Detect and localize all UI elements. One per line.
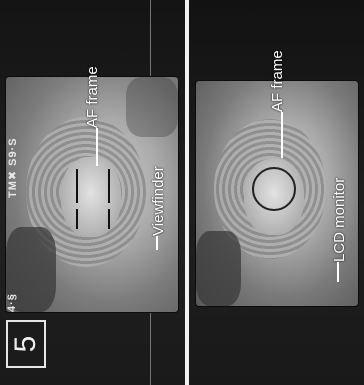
lcd-monitor-callout-line <box>337 262 339 282</box>
af-frame-callout-line <box>96 128 98 166</box>
step-number-box: 5 <box>6 320 46 368</box>
af-frame-marker <box>76 169 110 203</box>
background-shape <box>126 77 178 137</box>
af-frame-label: AF frame <box>269 50 286 112</box>
lcd-monitor-label: LCD monitor <box>331 178 348 262</box>
af-frame-label: AF frame <box>84 66 101 128</box>
viewfinder-panel: TM✖ S9·S 4·§ AF frame Viewfinder 5 <box>0 0 185 385</box>
af-frame-callout-line <box>281 112 283 158</box>
osd-bottom-readout: 4·§ <box>6 293 18 312</box>
step-number: 5 <box>4 326 48 362</box>
shadow-shape <box>196 231 241 306</box>
osd-top-readout: TM✖ S9·S <box>6 137 19 198</box>
af-frame-marker-lower <box>76 209 110 229</box>
lcd-monitor-panel: AF frame LCD monitor <box>189 0 364 385</box>
viewfinder-label: Viewfinder <box>150 166 167 236</box>
viewfinder-callout-line <box>156 236 158 250</box>
af-frame-marker <box>252 167 296 211</box>
